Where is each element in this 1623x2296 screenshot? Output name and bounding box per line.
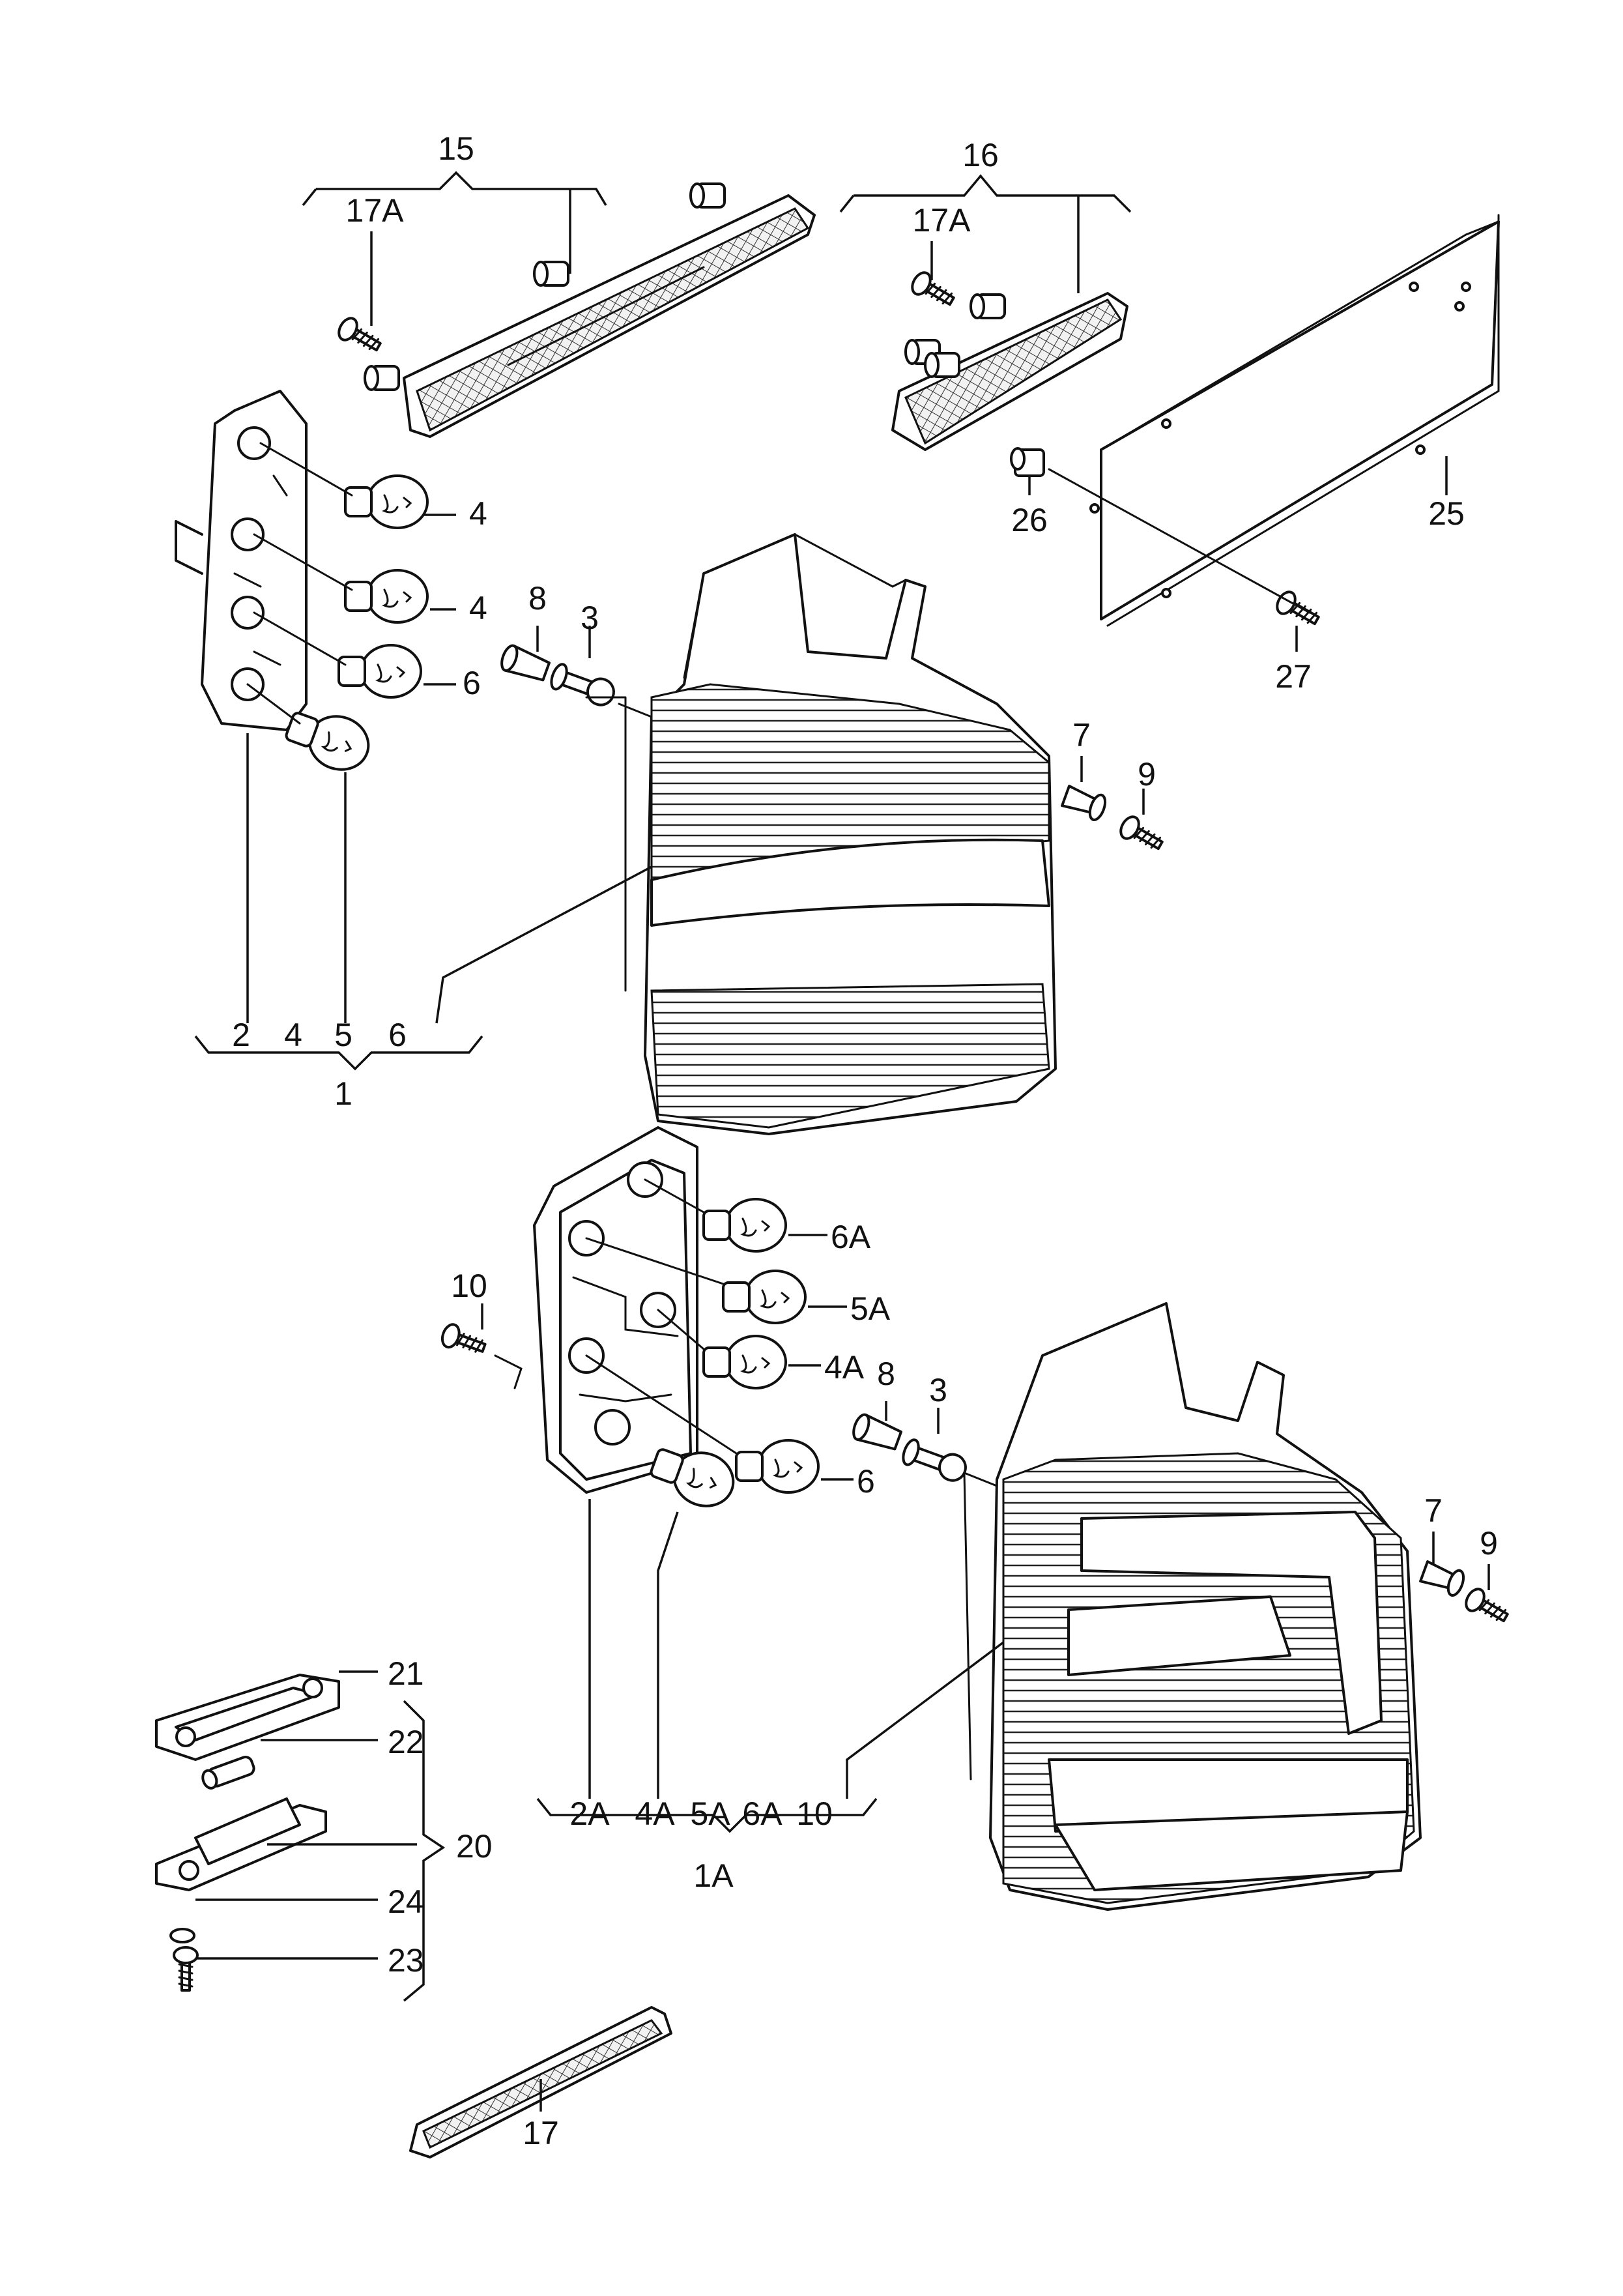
tail-lamp-lower bbox=[989, 1302, 1422, 1911]
callout-25: 25 bbox=[1428, 495, 1465, 532]
group-1a-label: 1A bbox=[693, 1857, 734, 1894]
callout-9-top: 9 bbox=[1138, 756, 1156, 792]
washer-24 bbox=[169, 1928, 195, 1943]
callout-7-lower: 7 bbox=[1424, 1492, 1443, 1529]
bulbs-upper bbox=[246, 442, 429, 779]
callout-3-lower: 3 bbox=[929, 1372, 947, 1408]
callout-8-lower: 8 bbox=[877, 1356, 895, 1392]
leader-line bbox=[963, 1472, 998, 1780]
callout-10-left: 10 bbox=[451, 1268, 487, 1304]
group-1-item-5: 5 bbox=[334, 1017, 352, 1053]
callout-6a: 6A bbox=[831, 1219, 871, 1255]
leader-line bbox=[1048, 468, 1311, 614]
fastener-3-top bbox=[550, 663, 615, 706]
callout-15: 15 bbox=[438, 130, 474, 167]
callout-20: 20 bbox=[456, 1828, 493, 1865]
callout-7-top: 7 bbox=[1072, 717, 1091, 753]
bulbs-lower bbox=[585, 1178, 820, 1516]
callout-22: 22 bbox=[388, 1724, 424, 1760]
callout-5a: 5A bbox=[850, 1290, 891, 1327]
callout-17: 17 bbox=[523, 2115, 559, 2151]
callout-4-top: 4 bbox=[469, 495, 487, 532]
fastener-8-lower bbox=[852, 1413, 902, 1451]
group-1-item-6: 6 bbox=[388, 1017, 407, 1053]
group-1a-item-6a: 6A bbox=[742, 1795, 783, 1832]
callout-8-top: 8 bbox=[528, 580, 547, 617]
leader-line bbox=[585, 696, 627, 992]
group-1-item-4: 4 bbox=[284, 1017, 302, 1053]
screw-10 bbox=[438, 1320, 489, 1361]
screw-9-lower bbox=[1461, 1584, 1513, 1629]
callout-3-top: 3 bbox=[581, 600, 599, 636]
screw-9-top bbox=[1115, 812, 1168, 857]
callout-9-lower: 9 bbox=[1480, 1525, 1498, 1562]
fastener-7-top bbox=[1061, 785, 1107, 821]
fastener-8-top bbox=[500, 644, 551, 682]
screw-23 bbox=[173, 1946, 199, 1992]
screw-27 bbox=[1272, 587, 1324, 632]
brake-light-strip-15 bbox=[334, 182, 816, 438]
fastener-7-lower bbox=[1419, 1560, 1465, 1597]
group-1a-item-5a: 5A bbox=[690, 1795, 730, 1832]
callout-6-top: 6 bbox=[463, 665, 481, 701]
callout-labels: 15 17A 16 17A 4 4 6 8 3 7 9 26 25 27 2 4… bbox=[232, 130, 1498, 2151]
bracket-plate-25 bbox=[1089, 214, 1500, 627]
callout-4a: 4A bbox=[824, 1349, 865, 1386]
group-1-label: 1 bbox=[334, 1075, 352, 1112]
bulb-22 bbox=[201, 1755, 255, 1790]
bulb-holder-2a bbox=[533, 1126, 698, 1494]
callout-6-lower: 6 bbox=[857, 1463, 875, 1500]
clip-nut-26 bbox=[1010, 447, 1045, 477]
callout-21: 21 bbox=[388, 1655, 424, 1692]
fastener-3-lower bbox=[902, 1438, 967, 1482]
callout-23: 23 bbox=[388, 1942, 424, 1979]
callout-24: 24 bbox=[388, 1883, 424, 1920]
callout-17a-right: 17A bbox=[913, 202, 971, 239]
group-1a-item-10: 10 bbox=[796, 1795, 833, 1832]
callout-17a-left: 17A bbox=[346, 192, 405, 229]
lamp-housing-20 bbox=[155, 1797, 327, 1891]
leader-lines bbox=[194, 171, 1490, 2112]
callout-27: 27 bbox=[1275, 658, 1312, 695]
callout-16: 16 bbox=[962, 137, 999, 173]
group-1a-item-4a: 4A bbox=[635, 1795, 675, 1832]
group-1a-item-2a: 2A bbox=[569, 1795, 610, 1832]
bulb-holder-2 bbox=[175, 390, 308, 731]
callout-4-mid: 4 bbox=[469, 590, 487, 626]
callout-26: 26 bbox=[1011, 502, 1048, 538]
gasket-21 bbox=[155, 1674, 340, 1761]
group-1-item-2: 2 bbox=[232, 1017, 250, 1053]
reflector-16 bbox=[891, 268, 1128, 451]
tail-lamp-upper bbox=[644, 533, 1057, 1135]
